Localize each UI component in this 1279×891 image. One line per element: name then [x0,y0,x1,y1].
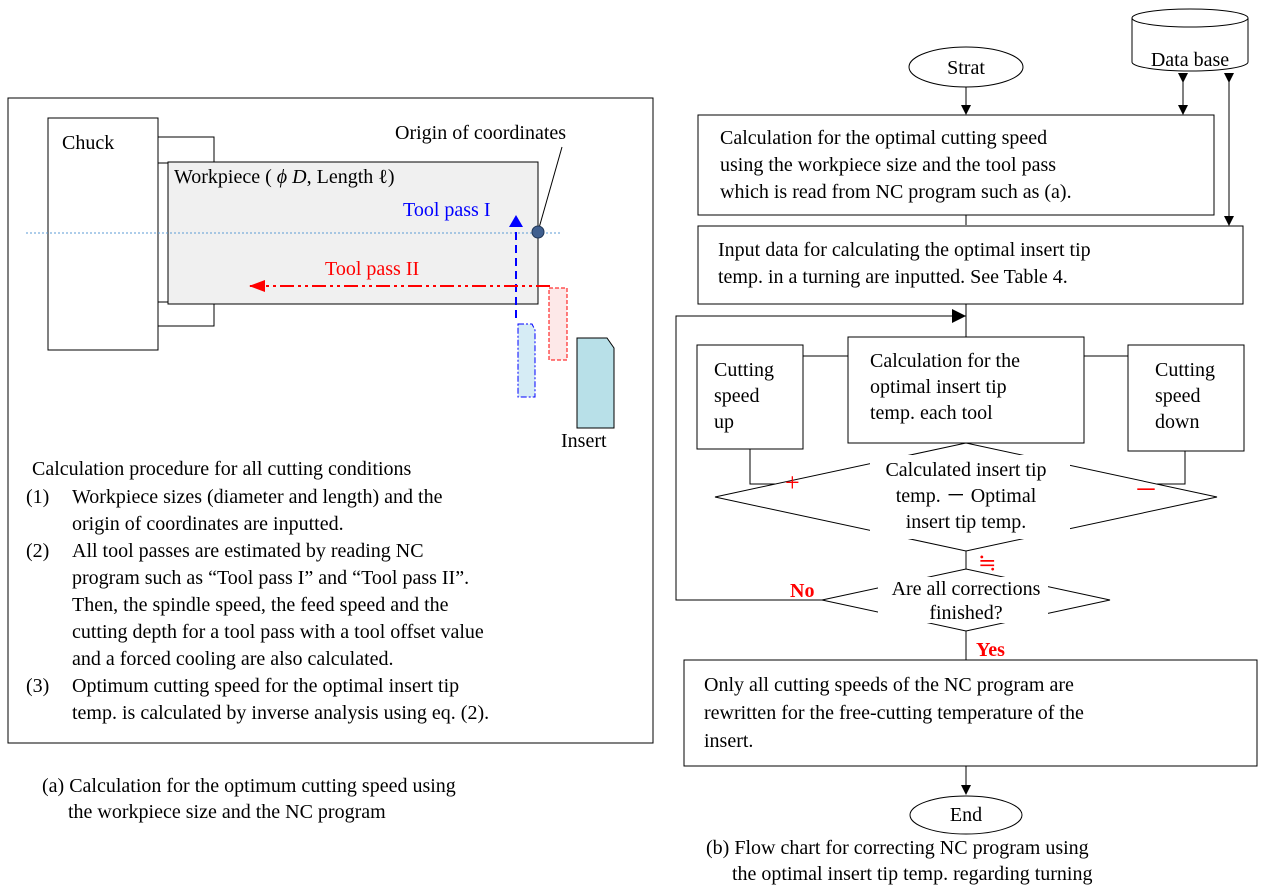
origin-point [531,225,545,239]
text-line: rewritten for the free-cutting temperatu… [704,702,1084,724]
caption-b-line2: the optimal insert tip temp. regarding t… [732,863,1092,885]
approx-label: ≒ [978,550,996,575]
end-terminal [909,795,1023,835]
diamond2-text-bg [878,577,1048,623]
speed-up-text: Cutting speed up [714,359,774,433]
no-loop-line [675,315,966,601]
box-speed-up [696,344,804,450]
end-label: End [950,804,982,826]
origin-leader [538,146,563,229]
box-rewrite-speeds [683,659,1258,767]
step-number: (2) [26,540,49,562]
workpiece-label: Workpiece ( ϕ D, Length ℓ) [174,166,395,188]
plus-branch-line [749,449,775,485]
procedure-title: Calculation procedure for all cutting co… [32,458,412,480]
text-line: Are all corrections [892,578,1041,600]
text-line: Input data for calculating the optimal i… [718,239,1091,261]
step-number: (3) [26,675,49,697]
text-line: Calculated insert tip [885,459,1046,481]
box-input-data [697,225,1244,305]
text-line: optimal insert tip [870,376,1007,398]
chuck-body [47,117,159,351]
text-line: temp. each tool [870,402,993,424]
yes-label: Yes [976,639,1005,661]
caption-b-line1: (b) Flow chart for correcting NC program… [706,837,1089,859]
chuck-upper-jaw [157,136,215,164]
text-line: which is read from NC program such as (a… [720,181,1072,203]
no-label: No [790,580,814,602]
panel-a: Chuck Workpiece ( ϕ D, Length ℓ) Origin … [7,97,654,823]
step-text-line: Workpiece sizes (diameter and length) an… [72,486,443,508]
step-number: (1) [26,486,49,508]
speed-down-text: Cutting speed down [1155,359,1215,433]
text-line: Calculation for the optimal cutting spee… [720,127,1047,149]
database-cylinder [1131,18,1249,72]
panel-b: Strat Data base Calculation for the opti… [675,8,1258,885]
text-line: using the workpiece size and the tool pa… [720,154,1056,176]
box-calc-cutting-speed [697,114,1215,216]
step-text-line: and a forced cooling are also calculated… [72,648,394,670]
box1-text: Calculation for the optimal cutting spee… [720,127,1072,203]
box3-text: Only all cutting speeds of the NC progra… [704,674,1084,752]
box2-text: Input data for calculating the optimal i… [718,239,1091,288]
tool-pass-1-label: Tool pass I [403,199,490,221]
minus-branch-line [1157,451,1186,485]
step-text-line: Optimum cutting speed for the optimal in… [72,675,459,697]
step-text-line: cutting depth for a tool pass with a too… [72,621,484,643]
text-line: temp. in a turning are inputted. See Tab… [718,266,1068,288]
text-line: finished? [929,602,1002,624]
text-line: down [1155,411,1199,433]
text-line: insert tip temp. [906,511,1027,533]
step-text-line: All tool passes are estimated by reading… [72,540,424,562]
caption-a-line1: (a) Calculation for the optimum cutting … [42,775,456,797]
insert-label: Insert [561,430,607,452]
step-text-line: temp. is calculated by inverse analysis … [72,702,489,724]
text-line: temp. － Optimal [896,485,1037,507]
text-line: Cutting [714,359,774,381]
box-speed-down [1127,344,1245,452]
panel-a-frame [7,97,654,744]
text-line: insert. [704,730,753,752]
calc-tool-text: Calculation for the optimal insert tip tem… [870,350,1020,424]
text-line: Calculation for the [870,350,1020,372]
diamond1-text-bg [870,455,1070,539]
insert-shape [576,337,615,429]
text-line: Cutting [1155,359,1215,381]
step-text-line: Then, the spindle speed, the feed speed … [72,594,449,616]
chuck-lower-jaw [157,301,215,327]
step-text-line: origin of coordinates are inputted. [72,513,344,535]
step-text-line: program such as “Tool pass I” and “Tool … [72,567,469,589]
plus-label: + [785,468,800,497]
minus-label: － [1134,478,1158,504]
database-top [1131,8,1249,28]
start-label: Strat [947,57,985,79]
text-line: up [714,411,734,433]
procedure-steps: (1) Workpiece sizes (diameter and length)… [26,486,489,724]
caption-a-line2: the workpiece size and the NC program [68,801,386,823]
text-line: speed [714,385,760,407]
chuck-label: Chuck [62,132,114,154]
insert-position-blue [517,323,536,398]
insert-position-red [548,287,568,361]
text-line: Only all cutting speeds of the NC progra… [704,674,1074,696]
origin-label: Origin of coordinates [395,122,566,144]
workpiece [167,161,539,305]
database-label: Data base [1151,49,1229,71]
text-line: speed [1155,385,1201,407]
tool-pass-2-label: Tool pass II [325,258,419,280]
diamond1-text: Calculated insert tip temp. － Optimal inse… [885,459,1046,533]
